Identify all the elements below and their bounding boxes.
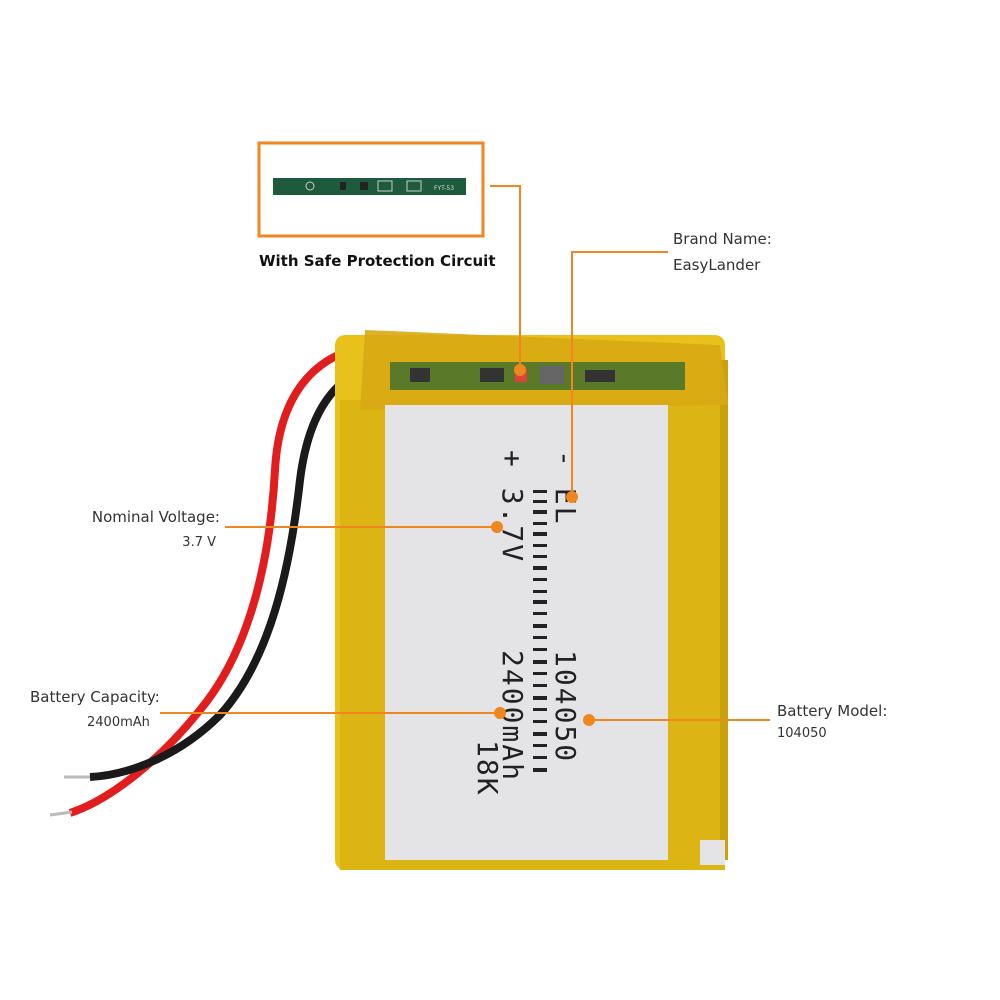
barcode <box>533 490 547 772</box>
brand-label: Brand Name: <box>673 230 772 248</box>
battery-pcb <box>390 362 685 390</box>
black-wire <box>89 357 411 781</box>
protection-circuit-caption: With Safe Protection Circuit <box>259 252 496 270</box>
label-voltage-text: + 3.7V <box>496 450 529 563</box>
brand-value: EasyLander <box>673 256 761 274</box>
model-value: 104050 <box>777 726 827 741</box>
label-code-text: 18K <box>471 740 504 797</box>
label-brand-text: - EL <box>549 450 582 525</box>
voltage-label: Nominal Voltage: <box>91 508 220 526</box>
voltage-value: 3.7 V <box>182 535 216 550</box>
capacity-value: 2400mAh <box>87 715 150 730</box>
capacity-label: Battery Capacity: <box>30 688 160 706</box>
battery-label <box>385 405 668 860</box>
model-label: Battery Model: <box>777 702 888 720</box>
label-model-text: 104050 <box>549 650 582 763</box>
pcb-marking: FYT-53 <box>434 185 454 192</box>
